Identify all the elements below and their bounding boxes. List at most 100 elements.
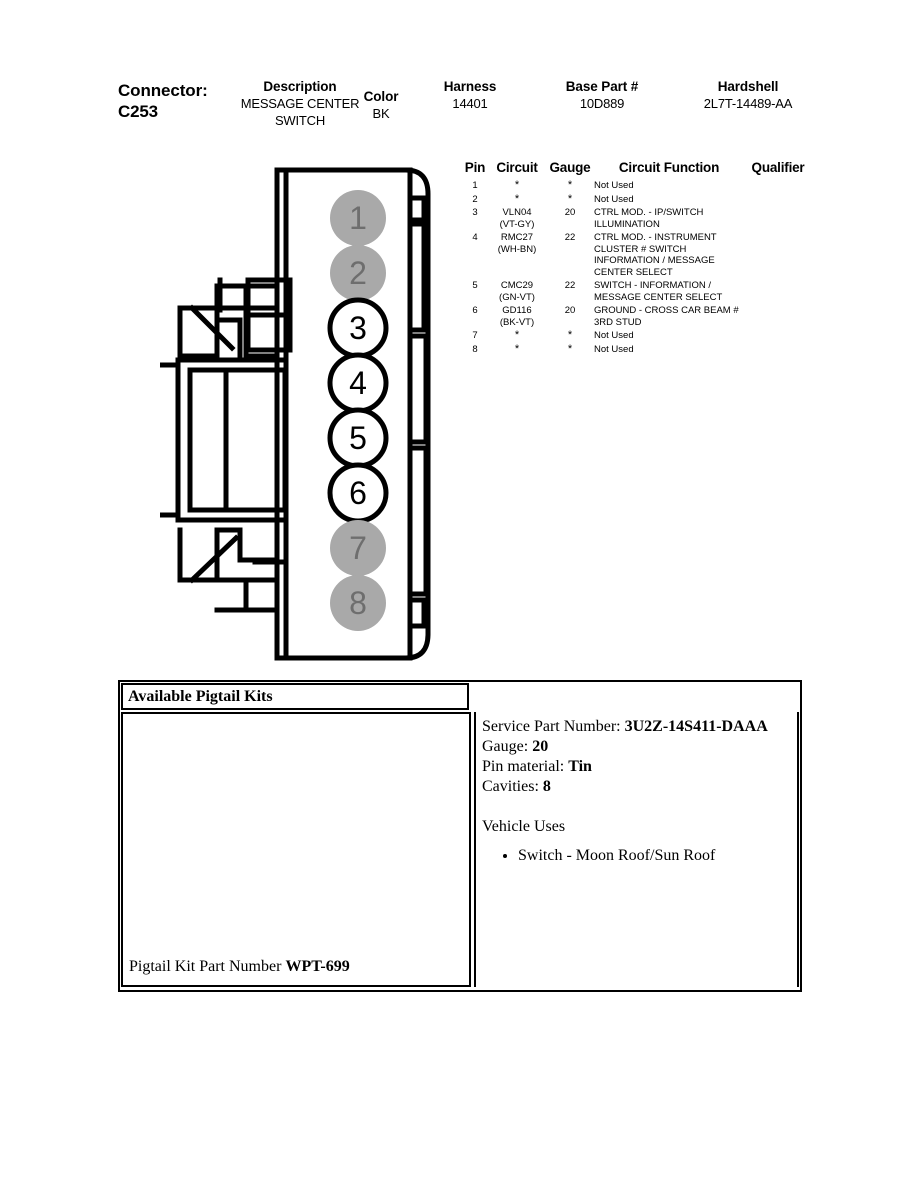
pin-label-6: 6 [349,475,367,511]
circuit-function-cell: CTRL MOD. - IP/SWITCH ILLUMINATION [594,207,704,230]
gauge-label: Gauge: [482,738,533,755]
cavities-label: Cavities: [482,778,543,795]
latch-segment-lower [409,445,429,597]
gauge-cell: * [567,329,573,341]
color-label: Color [363,89,399,104]
pin-table-header-row: Pin Circuit Gauge Circuit Function Quali… [462,160,812,179]
qualifier-cell [744,193,812,207]
pin-label-4: 4 [349,365,367,401]
pin-label-1: 1 [349,200,367,236]
circuit-cell: RMC27(WH-BN) [497,232,537,255]
pin-label-5: 5 [349,420,367,456]
body-center-rect [187,367,288,513]
pigtail-kit-part-number-label: Pigtail Kit Part Number [129,958,286,975]
hardshell-label: Hardshell [717,79,779,94]
pin-label-3: 3 [349,310,367,346]
connector-label: Connector: [118,81,208,100]
pin-number-cell: 6 [472,305,478,316]
pigtail-divider-right [474,712,476,987]
spec-gauge: Gauge: 20 [482,737,799,757]
connector-id: C253 [118,102,158,121]
pin-number-cell: 8 [472,343,478,355]
spec-spacer [482,797,799,817]
left-upper-diagonal [188,304,236,352]
pin-number-cell: 7 [472,330,478,341]
pin-number-cell: 1 [472,180,478,191]
pin-circle-7 [330,520,386,576]
pigtail-kit-part-number: Pigtail Kit Part Number WPT-699 [129,958,350,976]
circuit-function-cell: Not Used [594,180,634,191]
color-value: BK [372,106,390,121]
connector-header: Connector: C253 Description MESSAGE CENT… [0,78,918,138]
pin-table: Pin Circuit Gauge Circuit Function Quali… [462,160,812,356]
pin-table-row: 8**Not Used [462,343,812,357]
circuit-cell: VLN04(VT-GY) [499,207,535,230]
spec-pin-material: Pin material: Tin [482,757,799,777]
qualifier-cell [744,279,812,304]
qualifier-cell [744,329,812,343]
left-upper-shelf [214,283,280,311]
pigtail-spec-list: Service Part Number: 3U2Z-14S411-DAAA Ga… [476,712,799,867]
pin-circle-8 [330,575,386,631]
pigtail-right-pane: Service Part Number: 3U2Z-14S411-DAAA Ga… [476,712,799,987]
pin-label-8: 8 [349,585,367,621]
connector-id-group: Connector: C253 [118,80,248,122]
harness-group: Harness 14401 [418,78,522,112]
color-group: Color BK [355,88,407,122]
hardshell-group: Hardshell 2L7T-14489-AA [678,78,818,112]
circuit-cell: GD116(BK-VT) [499,305,535,328]
vehicle-uses-list: Switch - Moon Roof/Sun Roof [482,845,799,867]
qualifier-cell [744,179,812,193]
gauge-cell: 22 [564,232,576,243]
column-header-circuit: Circuit [496,160,538,175]
circuit-function-cell: Not Used [594,193,634,205]
base-part-label: Base Part # [565,79,639,94]
pin-circles-svg: 1 2 3 4 5 6 7 8 [327,190,389,631]
square-box-outer [245,277,293,353]
pigtail-kit-part-number-value: WPT-699 [285,958,350,975]
service-part-number-label: Service Part Number: [482,718,625,735]
pin-circle-group: 1 2 3 4 5 6 7 8 [327,190,389,631]
pin-label-7: 7 [349,530,367,566]
pin-material-label: Pin material: [482,758,569,775]
latch-segment-top-small [409,195,427,223]
pigtail-left-pane: Pigtail Kit Part Number WPT-699 [121,712,469,987]
latch-segment-upper [409,221,427,333]
circuit-cell: CMC29(GN-VT) [499,280,535,303]
pin-table-row: 1**Not Used [462,179,812,193]
pigtail-kit-image-area: Pigtail Kit Part Number WPT-699 [123,714,469,985]
gauge-cell: 22 [564,280,576,291]
connector-outline-svg [160,167,431,661]
pin-table-element: Pin Circuit Gauge Circuit Function Quali… [462,160,812,356]
circuit-cell: * [514,179,520,191]
pin-number-cell: 4 [472,232,478,243]
qualifier-cell [744,304,812,329]
gauge-value: 20 [532,738,549,755]
latch-segment-bottom-small [409,597,427,629]
pin-material-value: Tin [568,758,592,775]
gauge-cell: 20 [564,207,576,218]
column-header-pin: Pin [464,160,486,175]
hardshell-value: 2L7T-14489-AA [703,96,793,111]
description-group: Description MESSAGE CENTER SWITCH [225,78,375,129]
harness-value: 14401 [452,96,488,111]
pin-circle-1 [330,190,386,246]
vehicle-use-item: Switch - Moon Roof/Sun Roof [518,845,799,867]
pin-label-2: 2 [349,255,367,291]
qualifier-cell [744,343,812,357]
pin-table-row: 2**Not Used [462,193,812,207]
circuit-function-cell: GROUND - CROSS CAR BEAM # 3RD STUD [594,305,739,328]
circuit-cell: * [514,342,520,355]
circuit-cell: * [514,192,520,205]
pigtail-divider-left [469,712,471,987]
circuit-function-cell: SWITCH - INFORMATION / MESSAGE CENTER SE… [594,280,723,303]
column-header-function: Circuit Function [618,160,720,175]
harness-label: Harness [443,79,497,94]
spec-cavities: Cavities: 8 [482,777,799,797]
spec-service-part-number: Service Part Number: 3U2Z-14S411-DAAA [482,717,799,737]
